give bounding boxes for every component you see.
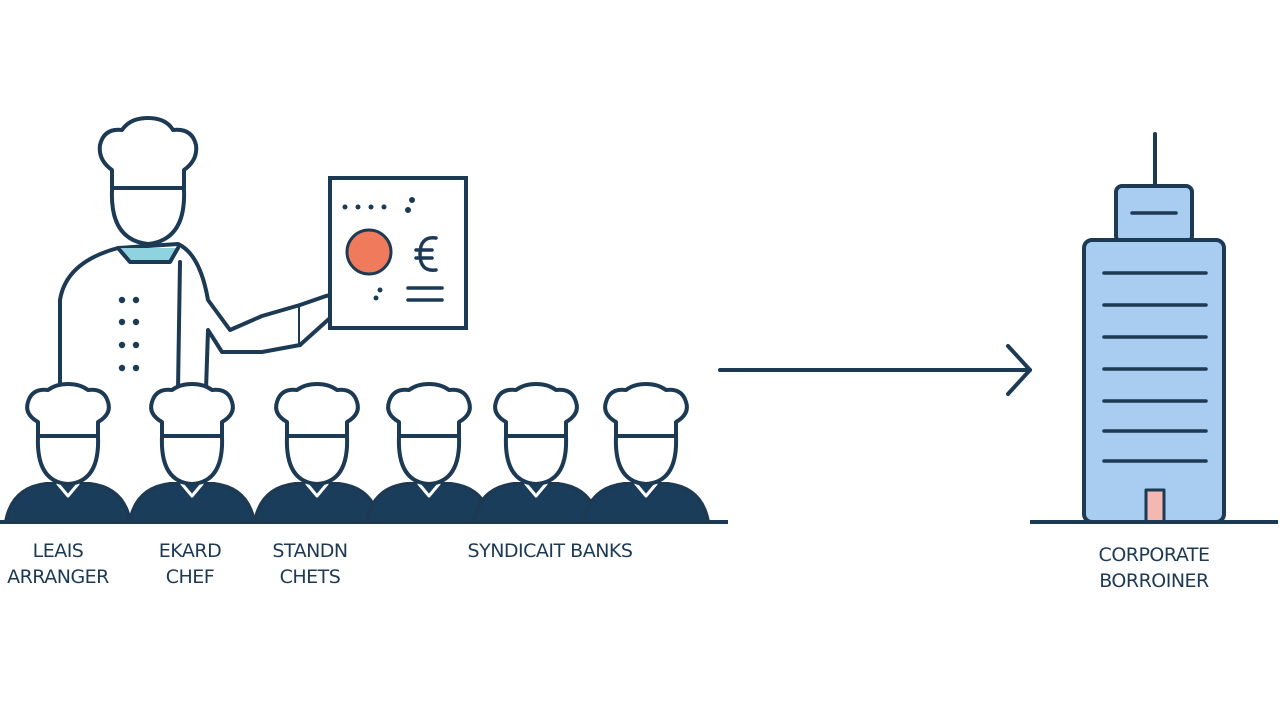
corporate-borrower-line-2: BORROINER — [1099, 570, 1209, 592]
chef-head-icon — [4, 382, 132, 524]
chef-head-icon — [253, 382, 381, 524]
syndicate-banks-text: SYNDICAIT BANKS — [467, 540, 633, 562]
menu-board-icon — [328, 176, 468, 330]
chef-head-icon — [472, 382, 600, 524]
lead-arranger-label: LEAIS ARRANGER — [0, 538, 128, 590]
head-chef-line-1: EKARD — [158, 540, 222, 562]
chef-buttons — [118, 296, 140, 372]
lead-arranger-line-2: ARRANGER — [7, 566, 109, 588]
station-chefs-line-2: CHETS — [279, 566, 341, 588]
chef-head-icon — [582, 382, 710, 524]
chef-head-icon — [365, 382, 493, 524]
corporate-borrower-label: CORPORATE BORROINER — [1074, 542, 1234, 594]
lead-arranger-line-1: LEAIS — [32, 540, 84, 562]
station-chefs-label: STANDN CHETS — [250, 538, 370, 590]
arrow-right-icon — [718, 344, 1032, 396]
office-building-icon — [1082, 132, 1226, 524]
chef-head-icon — [128, 382, 256, 524]
corporate-borrower-line-1: CORPORATE — [1098, 544, 1210, 566]
syndicate-banks-label: SYNDICAIT BANKS — [430, 538, 670, 564]
station-chefs-line-1: STANDN — [272, 540, 348, 562]
head-chef-label: EKARD CHEF — [130, 538, 250, 590]
chef-row — [4, 382, 710, 524]
head-chef-line-2: CHEF — [165, 566, 215, 588]
lead-chef-icon — [58, 116, 352, 402]
